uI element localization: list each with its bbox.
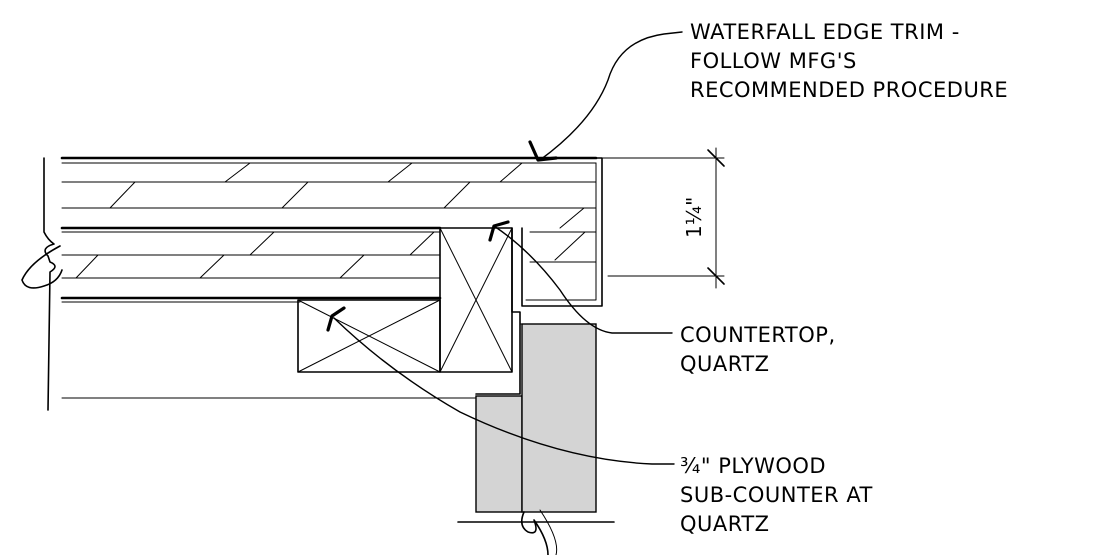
note-line: SUB-COUNTER AT [680, 483, 873, 507]
leader-waterfall [528, 31, 683, 162]
note-waterfall-edge-trim: WATERFALL EDGE TRIM - FOLLOW MFG'S RECOM… [690, 18, 1008, 105]
note-line: COUNTERTOP, [680, 323, 836, 347]
waterfall-edge-trim [521, 157, 603, 307]
lower-countertop-slab [60, 231, 442, 303]
upper-countertop-slab [60, 156, 598, 233]
note-line: QUARTZ [680, 352, 770, 376]
leader-plywood [326, 306, 675, 465]
thickness-dimension [601, 147, 725, 289]
note-line: QUARTZ [680, 512, 770, 536]
plywood-block-horizontal [297, 299, 441, 373]
note-line: ¾" PLYWOOD [680, 454, 827, 478]
note-line: WATERFALL EDGE TRIM - [690, 20, 960, 44]
note-countertop-quartz: COUNTERTOP, QUARTZ [680, 321, 836, 379]
floor-break [457, 509, 615, 555]
plywood-block-vertical [439, 227, 513, 373]
leader-countertop [488, 220, 673, 334]
dimension-label: 1¼" [682, 196, 706, 238]
note-line: FOLLOW MFG'S [690, 49, 857, 73]
wall-studs [475, 323, 597, 513]
note-line: RECOMMENDED PROCEDURE [690, 78, 1009, 102]
note-plywood-sub-counter: ¾" PLYWOOD SUB-COUNTER AT QUARTZ [680, 452, 873, 539]
cabinet-lines [61, 227, 521, 399]
left-wall-edge [21, 157, 63, 411]
